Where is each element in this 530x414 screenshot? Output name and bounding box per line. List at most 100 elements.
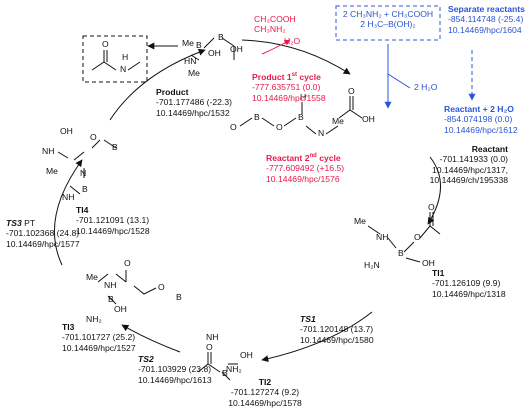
reactant-second-cycle-energy: -777.609492 (+16.5) xyxy=(266,163,345,174)
reactant-second-cycle-name: Reactant 2nd cycle xyxy=(266,152,341,163)
ti1-name: TI1 xyxy=(432,268,445,278)
ti1-energy: -701.126109 (9.9) xyxy=(432,278,501,289)
reactants-box-line2: 2 H₃C–B(OH)₂ xyxy=(360,19,416,30)
atom-ti2-nh2: NH₂ xyxy=(226,364,242,374)
atom-ti3-o2: O xyxy=(158,282,165,292)
reactant-second-cycle-doi: 10.14469/hpc/1576 xyxy=(266,173,340,184)
atom-reactant-me: Me xyxy=(332,116,344,126)
water-released: 2 H₂O xyxy=(414,82,438,92)
reactant-name: Reactant xyxy=(471,144,508,154)
atom-product-oh1: OH xyxy=(208,48,221,58)
arrow-ti2-to-ti3 xyxy=(121,324,181,353)
ti1-doi: 10.14469/hpc/1318 xyxy=(432,288,506,299)
ts2-name: TS2 xyxy=(138,354,154,364)
atom-product-oh2: OH xyxy=(230,44,243,54)
reagent-labels: CH₃COOH CH₃NH₂ xyxy=(254,14,296,35)
atom-ti3-me: Me xyxy=(86,272,98,282)
reactant-water-name: Reactant + 2 H₂O xyxy=(444,104,514,114)
ts2-doi: 10.14469/hpc/1613 xyxy=(138,374,212,385)
atom-ti4-b2: B xyxy=(82,184,88,194)
product-label: Product -701.177486 (-22.3) 10.14469/hpc… xyxy=(156,87,232,118)
atom-ti1-oh: OH xyxy=(422,258,435,268)
ts3-name: TS3 PT xyxy=(6,218,36,228)
atom-ti4-o: O xyxy=(90,132,97,142)
reagent-amine: CH₃NH₂ xyxy=(254,24,286,35)
ti2-name: TI2 xyxy=(258,377,272,387)
atom-acid-o: O xyxy=(348,86,355,96)
product-name: Product xyxy=(156,87,189,97)
atom-amide-n: N xyxy=(120,64,126,74)
ti2-energy: -701.127274 (9.2) xyxy=(230,387,300,398)
atom-ti2-o: O xyxy=(206,342,213,352)
separate-reactants-energy: -854.114748 (-25.4) xyxy=(448,14,524,25)
separate-reactants-name: Separate reactants xyxy=(448,4,525,14)
ti1-label: TI1 -701.126109 (9.9) 10.14469/hpc/1318 xyxy=(432,268,506,299)
ts3-doi: 10.14469/hpc/1577 xyxy=(6,238,80,249)
reactant-water-label: Reactant + 2 H₂O -854.074198 (0.0) 10.14… xyxy=(444,104,518,135)
reactant-doi-1: 10.14469/hpc/1317, xyxy=(432,164,508,175)
atom-ti2-oh: OH xyxy=(240,350,253,360)
atom-ti2-b: B xyxy=(222,368,228,378)
atom-ti3-b: B xyxy=(108,294,114,304)
product-doi: 10.14469/hpc/1532 xyxy=(156,107,230,118)
atom-reactant-n: N xyxy=(318,128,324,138)
reagent-water-out: H₂O xyxy=(284,36,301,46)
separate-reactants-label: Separate reactants -854.114748 (-25.4) 1… xyxy=(448,4,525,35)
amide-box xyxy=(82,35,148,83)
atom-ti3-nh2: NH₂ xyxy=(86,314,102,324)
ti4-name: TI4 xyxy=(76,205,89,215)
atom-ti2-nh: NH xyxy=(206,332,218,342)
ts2-label: TS2 -701.103929 (23.8) 10.14469/hpc/1613 xyxy=(138,354,212,385)
atom-reactant-o2: O xyxy=(276,122,283,132)
reactant-label: Reactant -701.141933 (0.0) 10.14469/hpc/… xyxy=(398,144,508,186)
atom-ti4-ho: OH xyxy=(60,126,73,136)
atom-ti3-oh: OH xyxy=(114,304,127,314)
ts3-energy: -701.102368 (24.8) xyxy=(6,228,80,239)
atom-amide-o: O xyxy=(102,39,109,49)
ti4-label: TI4 -701.121091 (13.1) 10.14469/hpc/1528 xyxy=(76,205,150,236)
atom-reactant-b1: B xyxy=(254,112,260,122)
arrow-ti3-to-ti4 xyxy=(53,159,83,266)
atom-ti1-nh: NH xyxy=(376,232,388,242)
ti3-doi: 10.14469/hpc/1527 xyxy=(62,342,136,353)
arrow-ti1-to-ti2 xyxy=(261,311,373,363)
arrow-product-to-ester xyxy=(241,39,351,75)
reactant-energy: -701.141933 (0.0) xyxy=(439,154,508,165)
reactant-water-doi: 10.14469/hpc/1612 xyxy=(444,124,518,135)
atom-ti1-h2n: H₂N xyxy=(364,260,380,270)
atom-reactant-b2: B xyxy=(298,112,304,122)
atom-product-me1: Me xyxy=(182,38,194,48)
atom-product-b1: B xyxy=(196,40,202,50)
ts1-name: TS1 xyxy=(300,314,316,324)
atom-ti4-n2: NH xyxy=(62,192,74,202)
product-first-cycle-doi: 10.14469/hpc/1558 xyxy=(252,92,326,103)
ts1-energy: -701.120148 (13.7) xyxy=(300,324,374,335)
separate-reactants-doi: 10.14469/hpc/1604 xyxy=(448,24,522,35)
ti3-name: TI3 xyxy=(62,322,75,332)
ti3-label: TI3 -701.101727 (25.2) 10.14469/hpc/1527 xyxy=(62,322,136,353)
reactant-water-energy: -854.074198 (0.0) xyxy=(444,114,513,125)
atom-ti4-b: B xyxy=(112,142,118,152)
arrow-h2o-out xyxy=(261,39,291,55)
atom-ti4-n: N xyxy=(80,168,86,178)
ti2-doi: 10.14469/hpc/1578 xyxy=(228,397,302,408)
product-first-cycle-label: Product 1st cycle -777.635751 (0.0) 10.1… xyxy=(252,70,326,103)
atom-reactant-h: H xyxy=(300,92,306,102)
atom-product-me2: Me xyxy=(188,68,200,78)
ti4-doi: 10.14469/hpc/1528 xyxy=(76,225,150,236)
structure-atoms: O H N Me B OH HN Me B OH O OH O B O B H … xyxy=(42,32,435,378)
atom-ti1-me1: Me xyxy=(354,216,366,226)
atom-acid-oh: OH xyxy=(362,114,375,124)
reactants-box-text: 2 CH₃NH₂ + CH₃COOH 2 H₃C–B(OH)₂ xyxy=(338,9,438,30)
reagent-acid: CH₃COOH xyxy=(254,14,296,24)
ts1-doi: 10.14469/hpc/1580 xyxy=(300,334,374,345)
atom-reactant-o1: O xyxy=(230,122,237,132)
atom-ti1-o2: O xyxy=(428,202,435,212)
reactants-box-line1: 2 CH₃NH₂ + CH₃COOH xyxy=(342,9,434,19)
atom-ti3-nh: NH xyxy=(104,280,116,290)
atom-ti4-me: Me xyxy=(46,166,58,176)
atom-ti3-o: O xyxy=(124,258,131,268)
arrow-ti4-to-product xyxy=(109,48,206,121)
ts2-energy: -701.103929 (23.8) xyxy=(138,364,212,375)
